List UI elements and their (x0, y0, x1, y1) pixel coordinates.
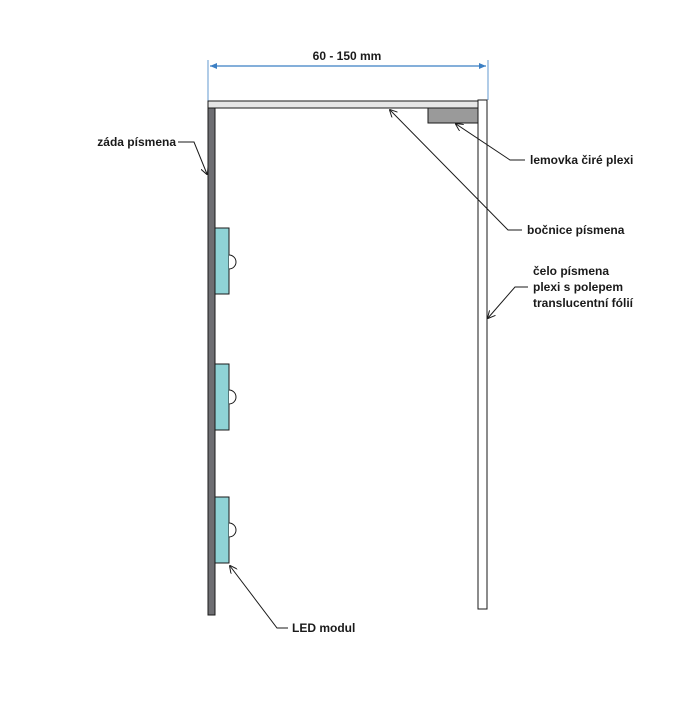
label-side: bočnice písmena (527, 223, 625, 237)
edge-trim (427, 107, 479, 124)
led-module (214, 227, 237, 295)
leader-side: bočnice písmena (390, 110, 625, 237)
side-panel (207, 100, 480, 109)
led-module (214, 363, 237, 431)
label-front-face-line2: plexi s polepem (533, 280, 623, 294)
dimension-label: 60 - 150 mm (313, 49, 382, 63)
label-front-face-line3: translucentní fólií (533, 296, 634, 310)
label-back: záda písmena (97, 135, 176, 149)
leader-edge-trim: lemovka čiré plexi (456, 124, 633, 167)
label-edge-trim: lemovka čiré plexi (530, 153, 633, 167)
front-face-panel (477, 99, 488, 610)
led-module (214, 496, 237, 564)
width-dimension: 60 - 150 mm (207, 49, 489, 104)
label-led: LED modul (292, 621, 355, 635)
leader-front-face: čelo písmena plexi s polepem translucent… (488, 264, 634, 318)
leader-back: záda písmena (97, 135, 207, 174)
back-panel (207, 103, 216, 616)
leader-led: LED modul (230, 566, 355, 635)
label-front-face-line1: čelo písmena (533, 264, 609, 278)
